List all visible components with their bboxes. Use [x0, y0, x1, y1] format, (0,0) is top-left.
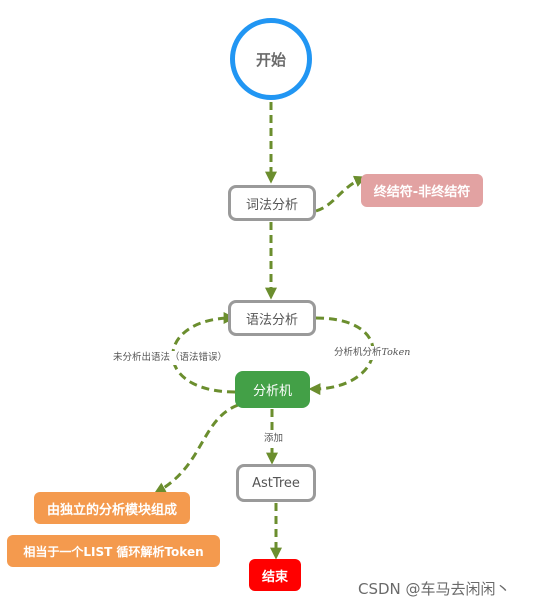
module-note-label: 由独立的分析模块组成	[46, 502, 177, 518]
end-label: 结束	[261, 569, 288, 585]
edge-analyzer-to-note	[153, 403, 239, 494]
edge-parser-to-analyzer	[308, 316, 375, 396]
edge-label-parse-error: 未分析出语法（语法错误）	[112, 351, 229, 365]
edge-lexer-to-tokens	[315, 175, 367, 213]
analyzer-label: 分析机	[252, 384, 292, 399]
lexer-node: 词法分析	[228, 185, 316, 221]
end-node: 结束	[249, 559, 301, 591]
start-node: 开始	[230, 18, 312, 100]
analyzer-node: 分析机	[235, 371, 310, 408]
ast-label: AstTree	[252, 475, 300, 491]
watermark: CSDN @车马去闲闲丶	[358, 580, 511, 598]
ast-node: AstTree	[236, 464, 316, 502]
parser-label: 语法分析	[245, 312, 298, 328]
list-loop-note-label: 相当于一个LIST 循环解析Token	[23, 544, 204, 559]
tokens-label: 终结符-非终结符	[373, 185, 471, 200]
list-loop-note: 相当于一个LIST 循环解析Token	[7, 535, 220, 567]
tokens-node: 终结符-非终结符	[361, 174, 483, 207]
edge-label-add: 添加	[263, 432, 285, 446]
edge-label-parse-token-prefix: 分析机分析	[334, 347, 382, 358]
lexer-label: 词法分析	[245, 197, 298, 213]
module-note: 由独立的分析模块组成	[34, 492, 190, 524]
parser-node: 语法分析	[228, 300, 316, 336]
edge-label-parse-token-suffix: Token	[381, 347, 411, 358]
edge-label-parse-token: 分析机分析Token	[333, 346, 412, 360]
start-label: 开始	[255, 50, 286, 69]
